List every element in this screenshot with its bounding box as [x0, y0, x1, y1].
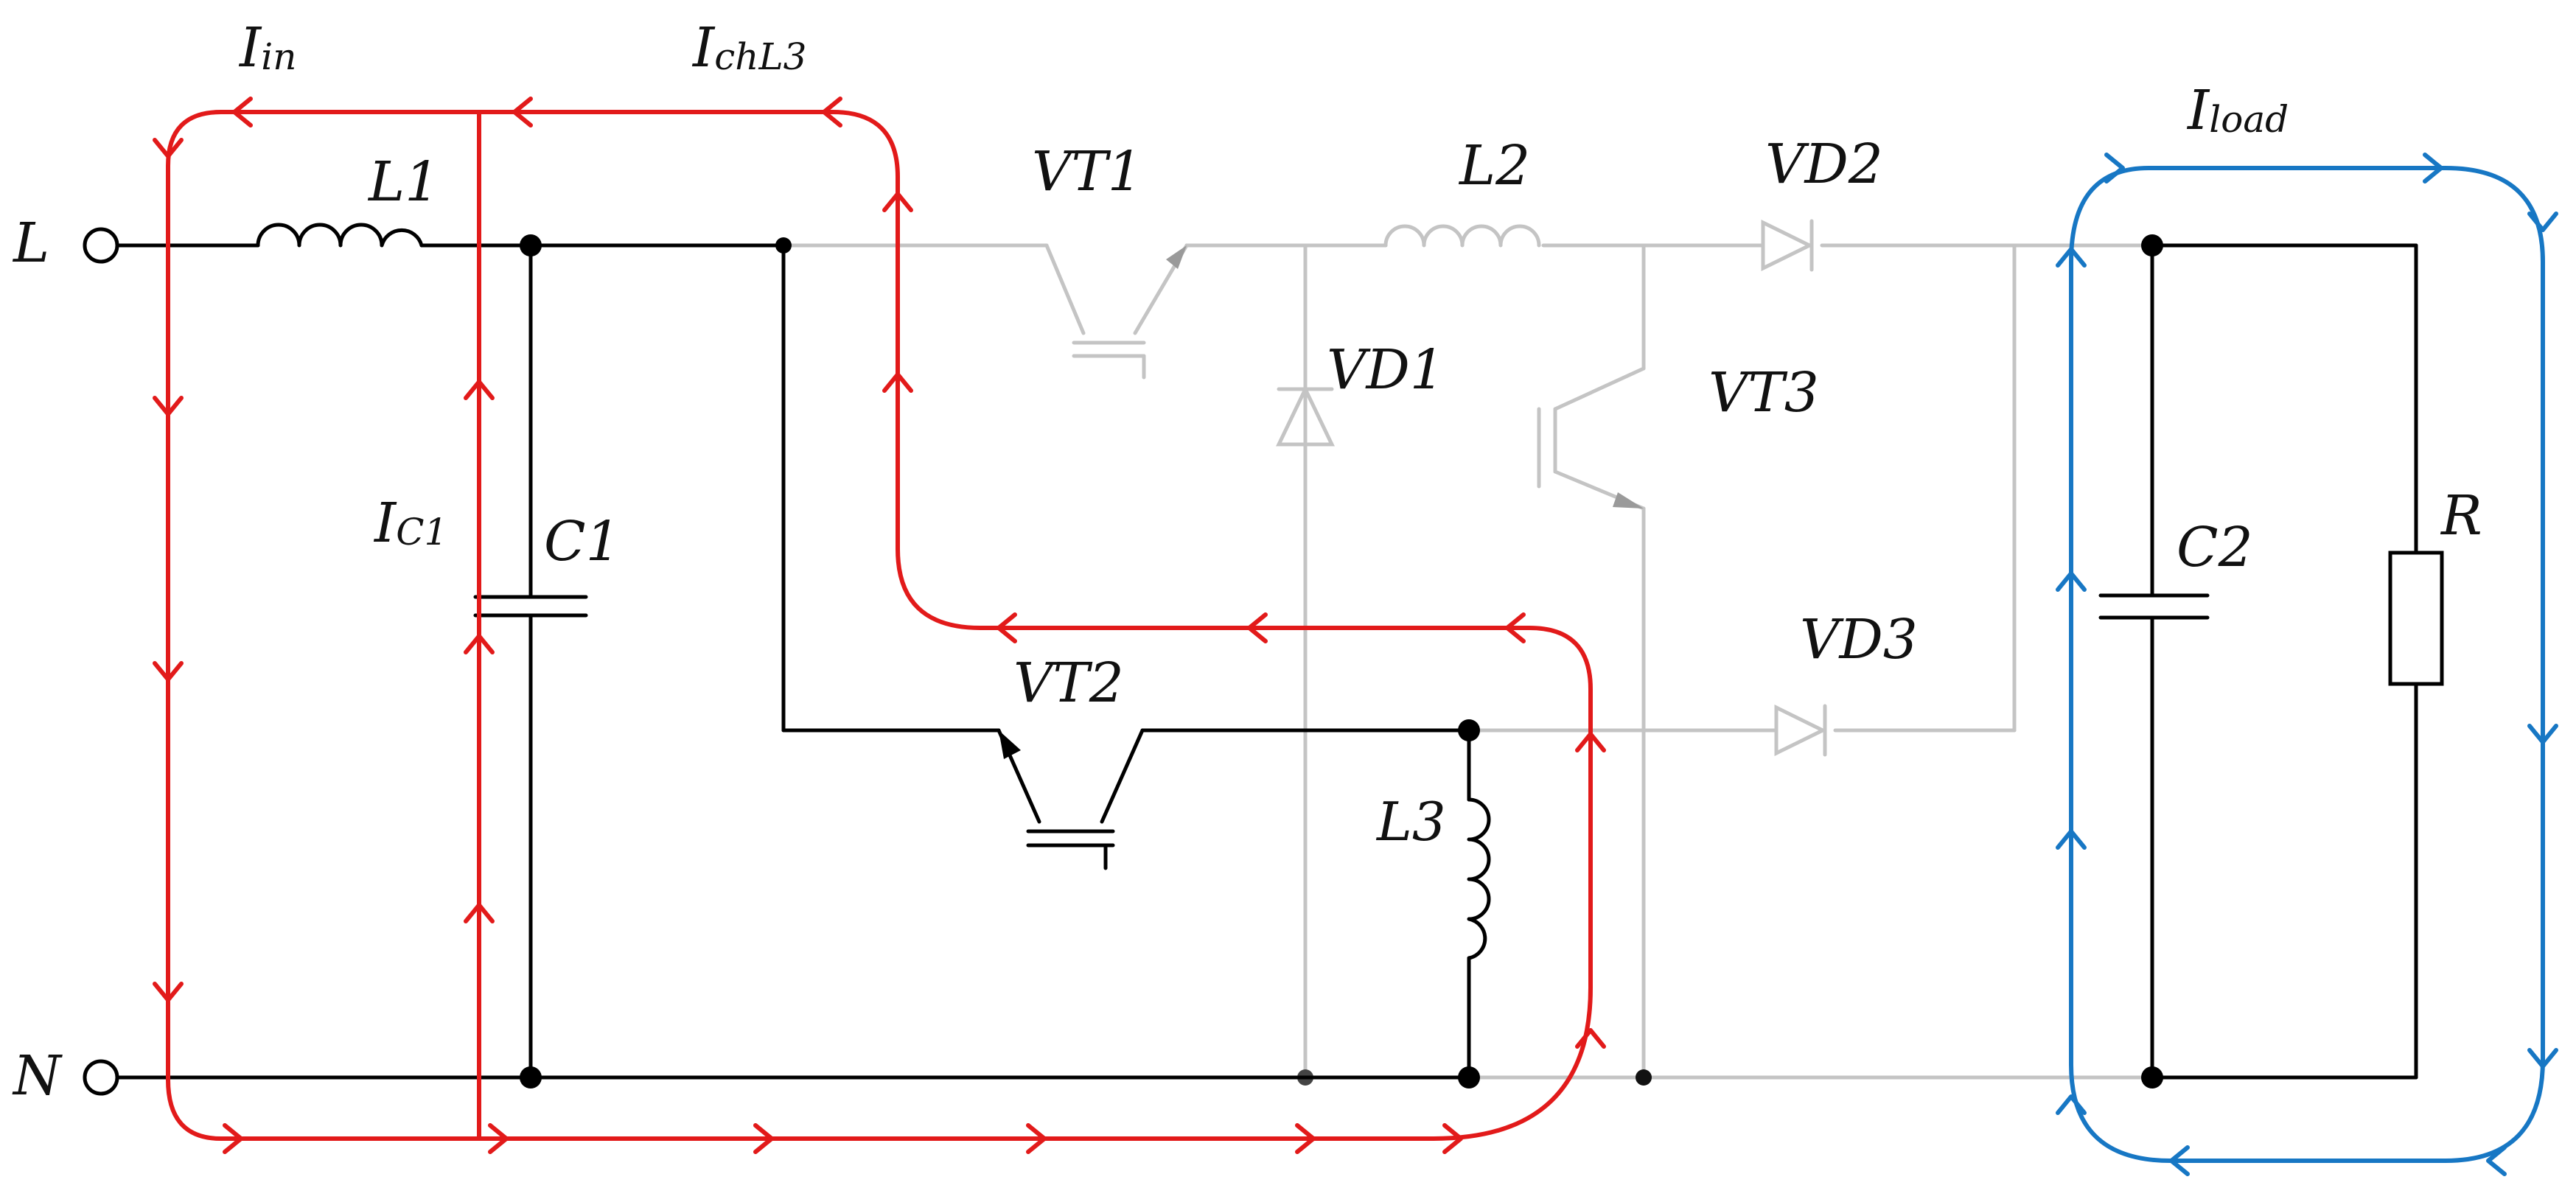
label-vt3: VT3: [1708, 361, 1819, 424]
l2-inductor: [1383, 224, 1541, 248]
label-terminal-l: L: [12, 212, 49, 275]
label-vd1: VD1: [1327, 338, 1445, 402]
label-i-load: Iload: [2186, 79, 2289, 142]
i-in-current-path: [166, 110, 481, 1141]
blue-arrowheads: [2056, 153, 2558, 1176]
i-load-current-path: [2069, 166, 2545, 1163]
red-arrowheads: [153, 97, 1606, 1154]
junction-dot: [1636, 1069, 1652, 1086]
label-vt1: VT1: [1032, 140, 1142, 203]
label-terminal-n: N: [12, 1044, 63, 1108]
junction-dots: [520, 234, 2163, 1089]
l1-inductor: [256, 223, 424, 248]
label-i-load-subscript: load: [2209, 98, 2289, 141]
label-l3: L3: [1375, 791, 1446, 853]
label-l2: L2: [1458, 134, 1530, 198]
c1-capacitor: [473, 595, 588, 618]
inactive-wiring: [781, 243, 2154, 1080]
label-i-in: Iin: [238, 16, 296, 80]
c2-capacitor: [2098, 593, 2210, 620]
terminal-l: [83, 227, 119, 264]
vd2-diode: [1761, 219, 1814, 272]
l3-inductor: [1467, 797, 1491, 960]
vt1-transistor: [1044, 243, 1189, 380]
label-c1: C1: [544, 510, 621, 573]
r-resistor: [2388, 551, 2444, 686]
i-chl3-current-path: [477, 110, 1593, 1141]
label-vd2: VD2: [1765, 133, 1883, 196]
label-i-chl3-subscript: chL3: [714, 35, 806, 78]
label-i-c1: IC1: [373, 492, 447, 555]
active-wiring: [116, 243, 2418, 1080]
label-r: R: [2440, 484, 2482, 548]
vt3-transistor: [1537, 366, 1646, 511]
label-l1: L1: [367, 150, 439, 214]
terminal-n: [83, 1059, 119, 1096]
vd1-diode: [1276, 385, 1335, 447]
vt2-transistor: [996, 728, 1145, 870]
label-i-c1-subscript: C1: [396, 511, 447, 553]
label-vd3: VD3: [1800, 608, 1918, 671]
label-i-chl3: IchL3: [691, 16, 806, 80]
label-i-in-subscript: in: [261, 35, 296, 78]
label-c2: C2: [2177, 516, 2253, 579]
vd3-diode: [1774, 704, 1827, 757]
label-vt2: VT2: [1013, 651, 1124, 715]
